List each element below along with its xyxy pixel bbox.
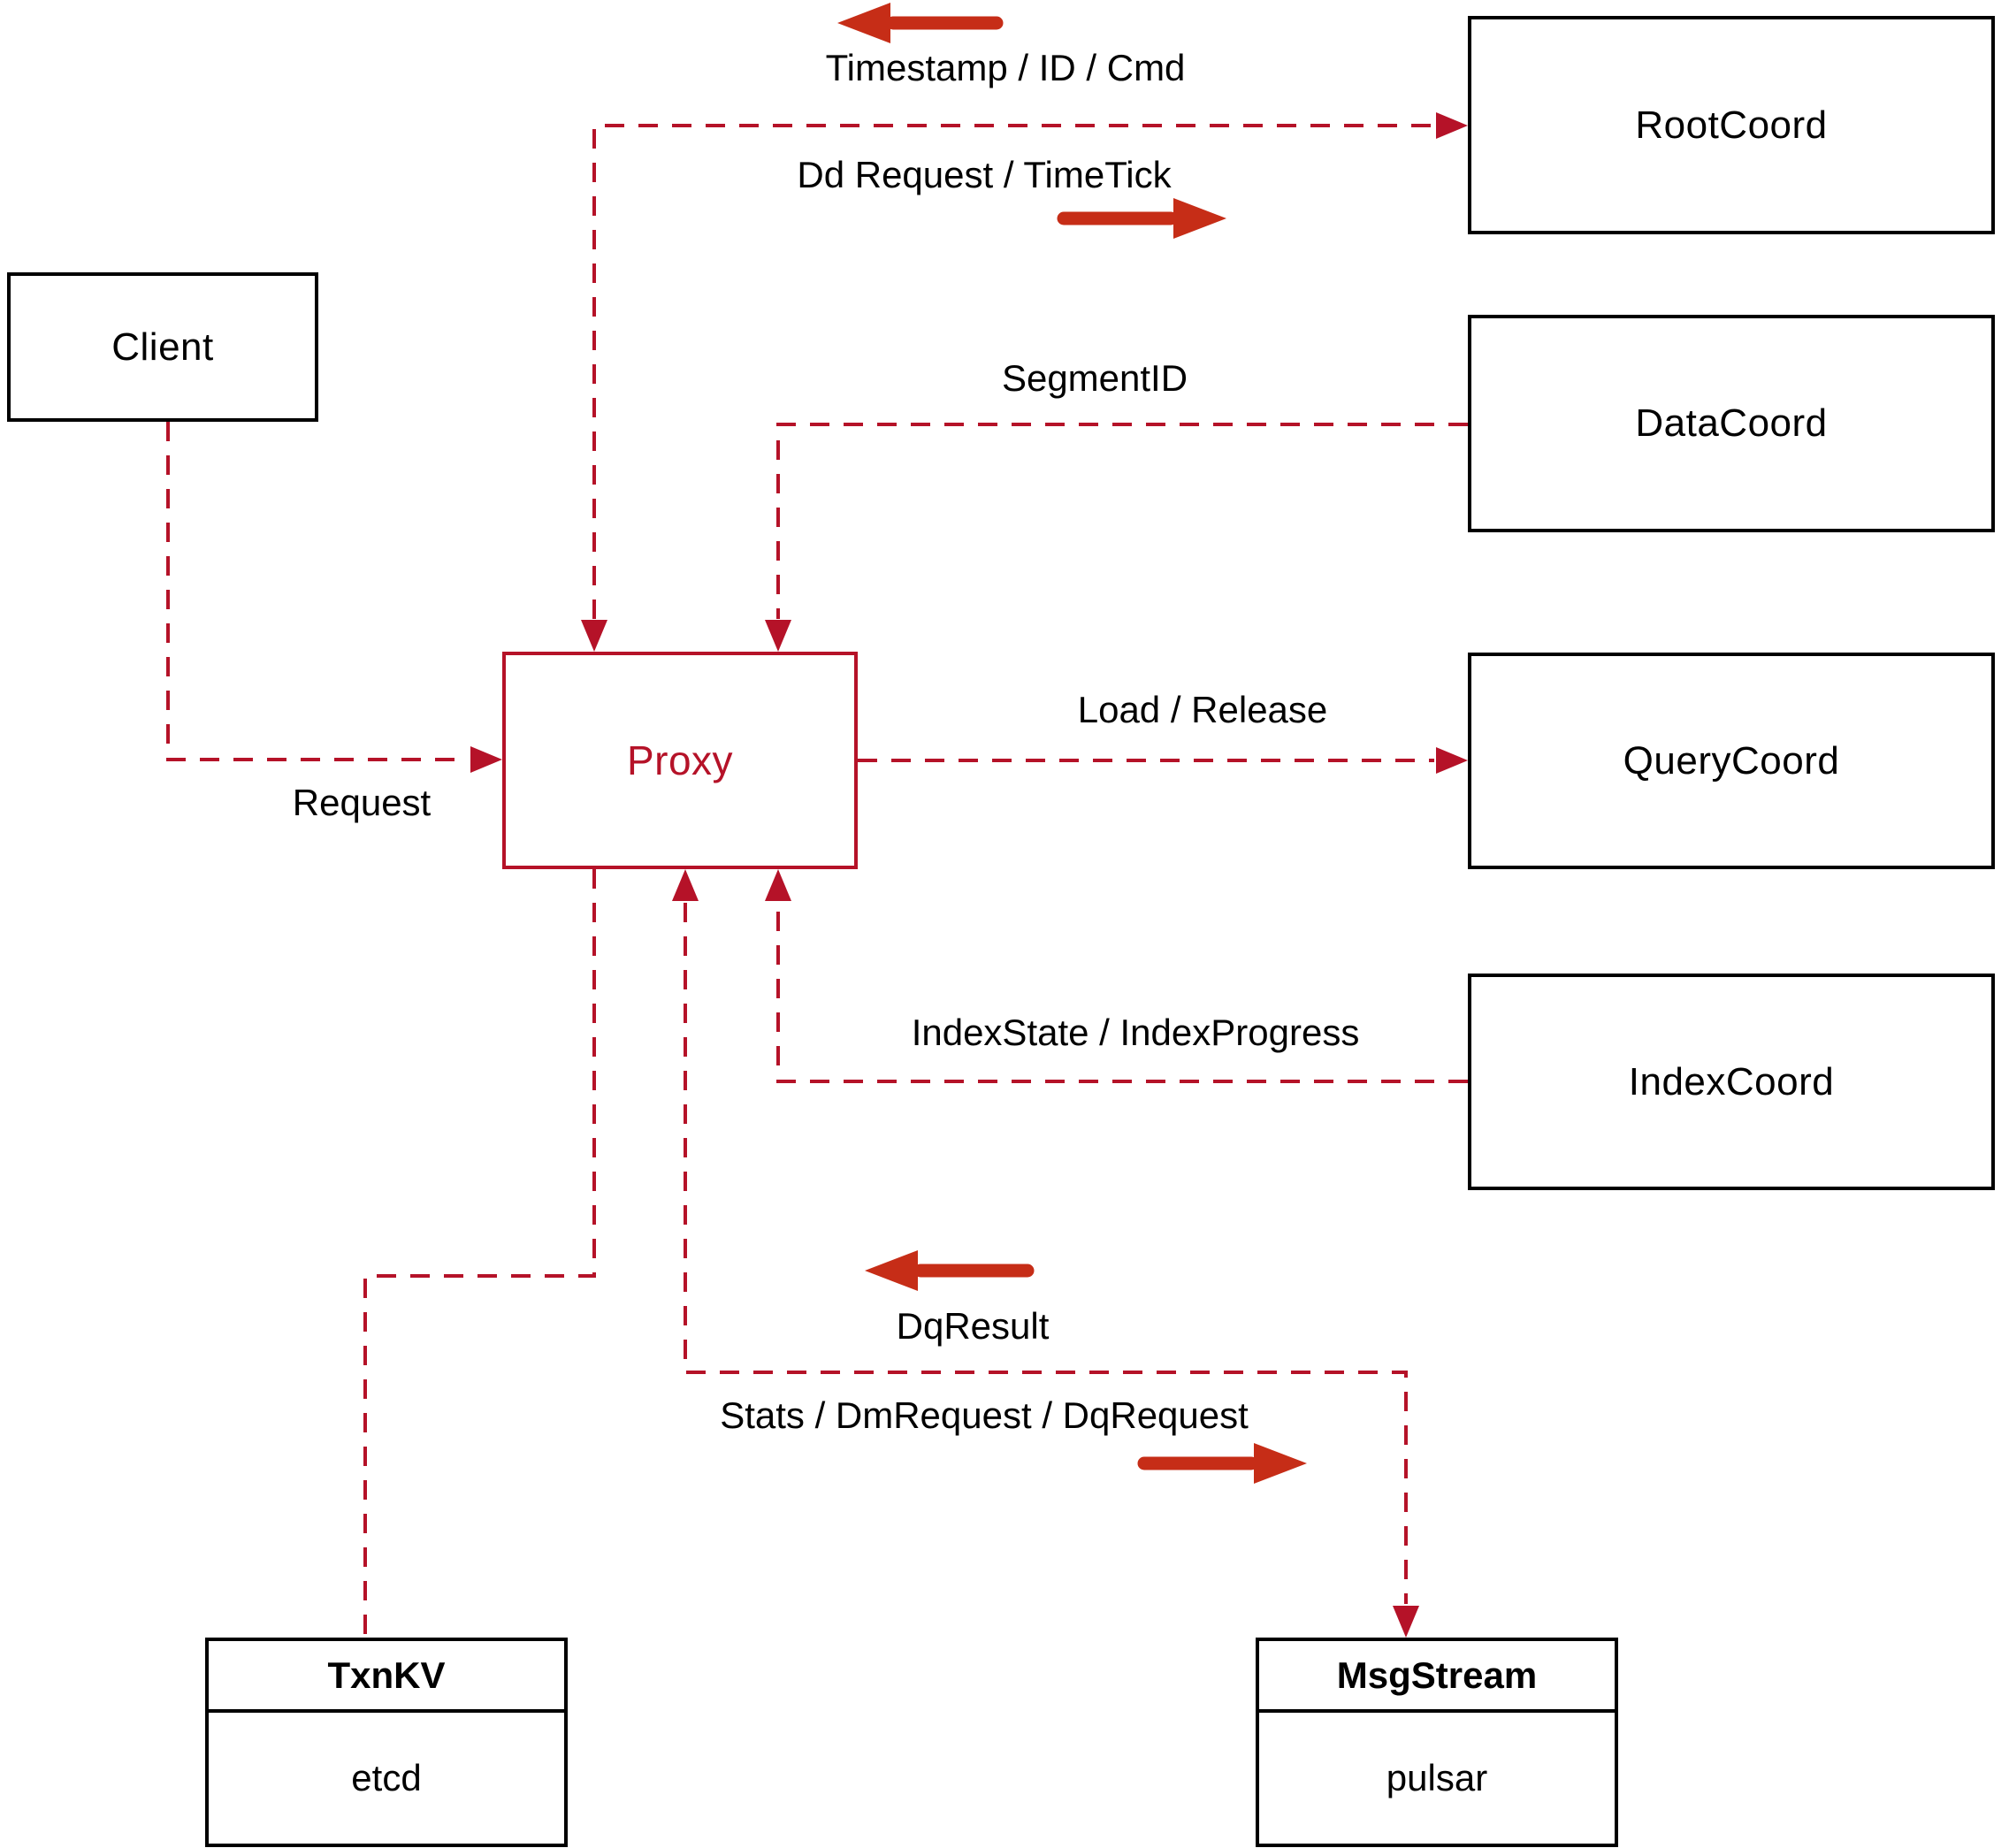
edge-label-stats-dmrequest-dqrequest: Stats / DmRequest / DqRequest [720, 1394, 1249, 1436]
edge-indexcoord-proxy [776, 903, 1468, 1083]
arrowhead-into-proxy-left [470, 746, 502, 773]
node-txnkv: TxnKV etcd [205, 1638, 568, 1847]
node-rootcoord-label: RootCoord [1635, 103, 1828, 147]
arrowhead-into-msgstream [1393, 1606, 1419, 1638]
edge-proxy-rootcoord [592, 124, 1434, 619]
node-client: Client [7, 272, 318, 422]
node-querycoord: QueryCoord [1468, 653, 1995, 869]
left-arrow-icon-dqresult [865, 1250, 1035, 1291]
arrowhead-into-rootcoord [1436, 112, 1468, 139]
node-client-label: Client [111, 325, 214, 369]
node-indexcoord-label: IndexCoord [1628, 1059, 1835, 1103]
edge-label-indexstate-indexprogress: IndexState / IndexProgress [911, 1012, 1360, 1053]
node-txnkv-subtitle: etcd [351, 1757, 422, 1798]
edge-label-timestamp-id-cmd: Timestamp / ID / Cmd [825, 47, 1186, 88]
node-proxy-label: Proxy [626, 737, 734, 783]
node-indexcoord: IndexCoord [1468, 974, 1995, 1190]
arrowhead-into-proxy-bottom-left [672, 869, 699, 901]
arrowhead-into-querycoord [1436, 747, 1468, 774]
arrowhead-into-proxy-bottom-right [765, 869, 791, 901]
node-querycoord-label: QueryCoord [1623, 738, 1840, 783]
node-txnkv-title: TxnKV [209, 1641, 564, 1713]
edge-label-dd-request-timetick: Dd Request / TimeTick [797, 154, 1172, 195]
right-arrow-icon-ddrequest [1057, 198, 1226, 239]
node-datacoord: DataCoord [1468, 315, 1995, 532]
node-msgstream-subtitle: pulsar [1386, 1757, 1488, 1798]
node-msgstream-title: MsgStream [1259, 1641, 1615, 1713]
edge-proxy-msgstream [684, 903, 1408, 1604]
node-rootcoord: RootCoord [1468, 16, 1995, 234]
node-msgstream: MsgStream pulsar [1256, 1638, 1618, 1847]
edge-proxy-txnkv [363, 869, 596, 1636]
right-arrow-icon-stats [1137, 1443, 1307, 1484]
arrowhead-into-proxy-top-left [581, 620, 607, 652]
edge-datacoord-proxy [776, 423, 1468, 619]
edge-client-proxy [166, 422, 469, 761]
arrowhead-into-proxy-top-right [765, 620, 791, 652]
node-proxy: Proxy [502, 652, 858, 869]
edge-label-request: Request [292, 782, 432, 823]
node-datacoord-label: DataCoord [1635, 401, 1828, 445]
edge-label-dqresult: DqResult [896, 1305, 1050, 1347]
edge-label-segmentid: SegmentID [1001, 357, 1188, 399]
edge-label-load-release: Load / Release [1077, 689, 1328, 730]
left-arrow-icon-timestamp [837, 3, 1004, 43]
